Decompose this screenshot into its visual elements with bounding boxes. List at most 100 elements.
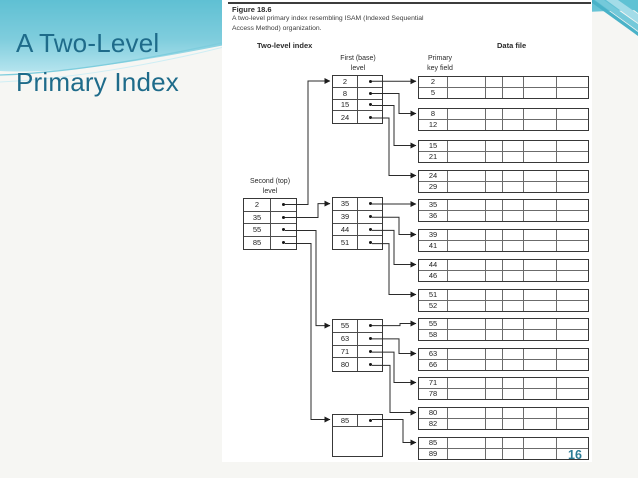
record-field-cell	[503, 270, 524, 281]
record-key-cell: 8	[419, 109, 448, 120]
record-field-cell	[448, 87, 486, 98]
record-key-cell: 82	[419, 418, 448, 429]
record-field-cell	[448, 448, 486, 459]
pointer-dot	[368, 419, 372, 422]
pointer-dot	[368, 202, 372, 206]
block-pointer-cell	[358, 100, 382, 111]
record-field-cell	[486, 448, 503, 459]
record-field-cell	[557, 271, 588, 282]
record-field-cell	[448, 290, 486, 301]
record-field-cell	[503, 119, 524, 130]
record-field-cell	[557, 211, 588, 222]
label-primary-key-line2: key field	[427, 64, 453, 72]
record-field-cell	[486, 151, 503, 162]
record-key-cell: 29	[419, 181, 448, 192]
record-key-cell: 51	[419, 290, 448, 301]
record-field-cell	[524, 119, 557, 130]
label-first-base-line2: level	[350, 64, 366, 72]
record-field-cell	[448, 230, 486, 241]
record-field-cell	[557, 182, 588, 193]
figure-caption-title: Figure 18.6	[232, 5, 272, 14]
record-field-cell	[524, 319, 557, 330]
index-row: 2	[333, 76, 382, 88]
record-field-cell	[557, 120, 588, 131]
record-field-cell	[524, 438, 557, 449]
record-key-cell: 46	[419, 270, 448, 281]
pointer-dot	[368, 227, 372, 231]
index-row: 63	[333, 332, 382, 346]
label-second-top-level: Second (top) level	[240, 177, 300, 196]
record-field-cell	[557, 77, 588, 88]
record-field-cell	[448, 141, 486, 152]
block-pointer-cell	[271, 224, 296, 236]
record-field-cell	[524, 141, 557, 152]
record-field-cell	[557, 330, 588, 341]
record-field-cell	[503, 260, 524, 271]
record-field-cell	[448, 109, 486, 120]
record-field-cell	[503, 329, 524, 340]
label-second-top-line2: level	[262, 187, 278, 195]
record-field-cell	[524, 349, 557, 360]
record-key-cell: 21	[419, 151, 448, 162]
index-key-value: 44	[333, 223, 358, 236]
record-field-cell	[486, 77, 503, 88]
block-pointer-cell	[358, 76, 382, 87]
pointer-dot	[368, 91, 372, 95]
record-field-cell	[524, 388, 557, 399]
block-pointer-cell	[358, 320, 382, 332]
block-pointer-cell	[358, 415, 382, 426]
index-row: 55	[244, 224, 296, 237]
index-row: 8	[333, 87, 382, 100]
record-field-cell	[503, 171, 524, 182]
index-key-value: 55	[333, 320, 358, 332]
record-field-cell	[524, 210, 557, 221]
record-field-cell	[503, 388, 524, 399]
index-key-value: 63	[333, 332, 358, 345]
index-row: 80	[333, 358, 382, 371]
record-field-cell	[486, 438, 503, 449]
record-field-cell	[503, 319, 524, 330]
record-field-cell	[557, 319, 588, 330]
record-field-cell	[503, 181, 524, 192]
record-field-cell	[557, 438, 588, 449]
label-two-level-index: Two-level index	[257, 41, 313, 50]
record-key-cell: 2	[419, 77, 448, 88]
record-field-cell	[524, 300, 557, 311]
record-field-cell	[486, 87, 503, 98]
record-field-cell	[486, 181, 503, 192]
record-field-cell	[503, 230, 524, 241]
pointer-dot	[368, 363, 372, 367]
pointer-dot	[368, 103, 372, 107]
pointer-dot	[368, 324, 372, 328]
record-key-cell: 85	[419, 438, 448, 449]
label-primary-key-line1: Primary	[427, 55, 453, 62]
index-row: 24	[333, 111, 382, 123]
pointer-dot	[368, 337, 372, 341]
block-pointer-cell	[358, 198, 382, 210]
record-field-cell	[524, 171, 557, 182]
index-row: 85	[333, 415, 382, 427]
index-key-value: 39	[333, 210, 358, 223]
record-key-cell: 58	[419, 329, 448, 340]
record-field-cell	[486, 270, 503, 281]
index-key-value: 24	[333, 111, 358, 123]
record-field-cell	[557, 230, 588, 241]
pointer-dot	[368, 349, 372, 353]
record-field-cell	[503, 448, 524, 459]
record-key-cell: 36	[419, 210, 448, 221]
record-field-cell	[448, 300, 486, 311]
record-field-cell	[448, 408, 486, 419]
record-key-cell: 24	[419, 171, 448, 182]
index-row: 15	[333, 99, 382, 112]
record-field-cell	[486, 109, 503, 120]
pointer-dot	[368, 241, 372, 245]
index-key-value: 35	[333, 198, 358, 210]
block-pointer-cell	[358, 111, 382, 123]
